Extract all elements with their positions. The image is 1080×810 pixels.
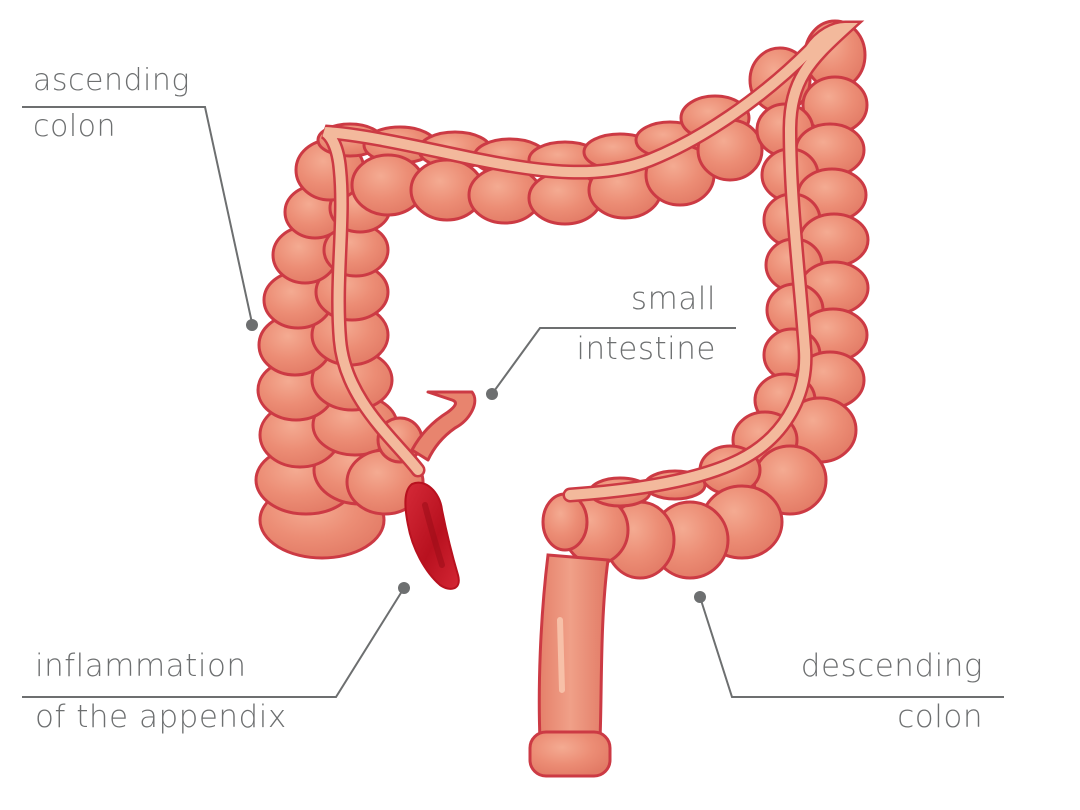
label-small-intestine-line1: small: [630, 281, 716, 317]
descending-colon: [698, 19, 870, 516]
label-descending-colon-line1: descending: [800, 648, 983, 684]
label-appendix-line2: of the appendix: [35, 699, 287, 735]
small-intestine-hook: [410, 390, 477, 462]
label-small-intestine-line2: intestine: [576, 331, 716, 367]
leader-dot-small-intestine: [486, 388, 498, 400]
leader-appendix: [22, 587, 405, 698]
leader-dot-descending-colon: [694, 591, 706, 603]
label-ascending-colon-line1: ascending: [33, 63, 190, 98]
label-descending-colon-line2: colon: [897, 699, 983, 735]
transverse-colon: [316, 94, 764, 226]
leader-dot-ascending-colon: [246, 319, 258, 331]
leader-small-intestine: [491, 327, 736, 395]
inflamed-appendix: [404, 481, 460, 590]
rectum: [528, 553, 612, 778]
leader-ascending-colon: [22, 106, 253, 324]
label-appendix-line1: inflammation: [35, 648, 247, 684]
leader-lines: [22, 106, 1004, 698]
leader-dot-appendix: [398, 582, 410, 594]
leader-descending-colon: [699, 596, 1004, 698]
label-ascending-colon-line2: colon: [33, 109, 117, 144]
